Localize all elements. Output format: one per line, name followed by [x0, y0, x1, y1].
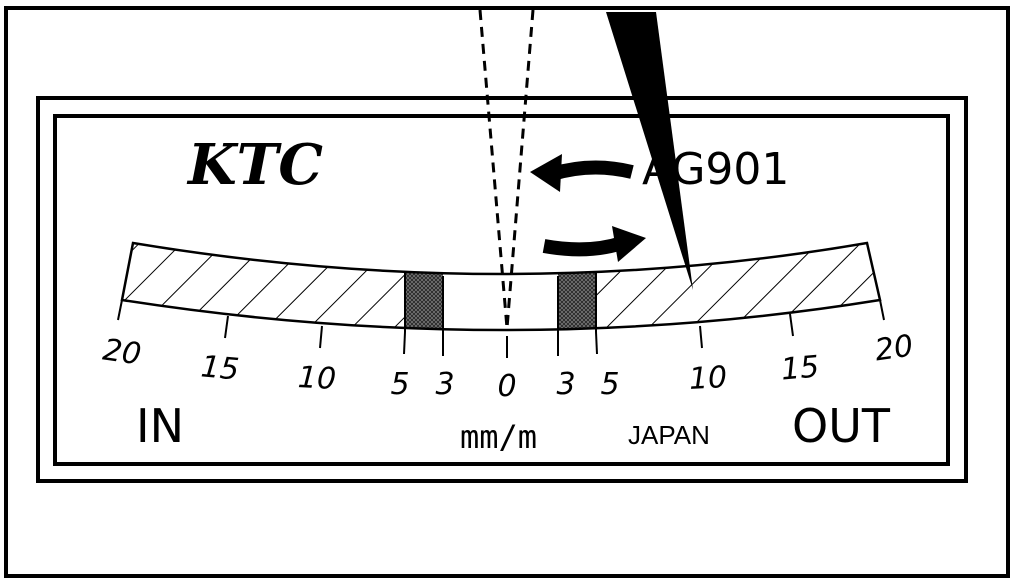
label-in-5: 5 — [390, 367, 409, 402]
label-out-5: 5 — [600, 367, 619, 402]
rotate-right-arrow-icon — [542, 226, 646, 262]
scale-ticks — [117, 299, 885, 358]
tick-out-10 — [699, 325, 703, 349]
label-zero: 0 — [497, 369, 516, 404]
tick-out-5 — [595, 331, 598, 355]
tick-in-10 — [319, 325, 323, 349]
scale-labels: 20 15 10 5 3 0 3 5 10 15 20 — [101, 329, 916, 404]
origin-label: JAPAN — [628, 420, 710, 450]
tick-in-5 — [403, 331, 406, 355]
label-out-20: 20 — [873, 329, 916, 369]
out-label: OUT — [792, 399, 891, 453]
label-out-15: 15 — [779, 349, 820, 387]
unit-label: mm/m — [460, 418, 537, 456]
label-out-10: 10 — [688, 360, 728, 397]
tick-in-20 — [117, 299, 123, 321]
panel-inner-border — [53, 114, 950, 466]
pointer-needle — [606, 12, 693, 290]
tick-out-20 — [879, 299, 885, 321]
label-in-10: 10 — [297, 360, 337, 397]
label-in-15: 15 — [199, 349, 240, 387]
tick-out-15 — [789, 313, 794, 337]
tick-in-15 — [224, 315, 229, 339]
label-in-3: 3 — [435, 367, 454, 402]
panel-outer-border — [36, 96, 968, 483]
zero-reference-needle — [478, 9, 535, 329]
brand-logo: KTC — [186, 132, 323, 198]
band-edges — [404, 272, 597, 336]
label-out-3: 3 — [556, 367, 575, 402]
in-label: IN — [136, 399, 184, 453]
rotate-left-arrow-icon — [530, 154, 634, 192]
label-in-20: 20 — [101, 333, 144, 373]
